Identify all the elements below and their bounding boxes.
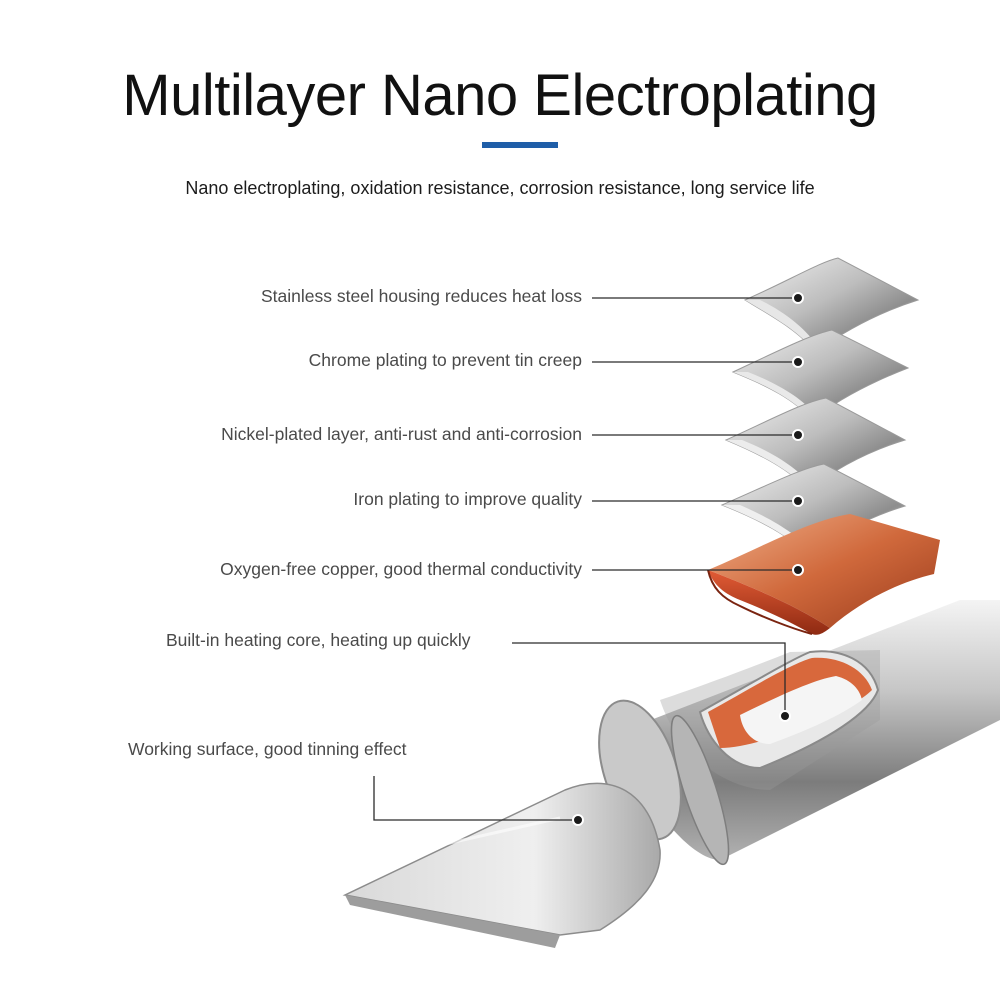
- marker-dot-3: [792, 429, 804, 441]
- leader-line-7: [373, 776, 578, 821]
- label-stainless-steel: Stainless steel housing reduces heat los…: [260, 286, 582, 306]
- marker-dot-6: [779, 710, 791, 722]
- tip-blade: [342, 782, 661, 948]
- leader-line-6: [512, 642, 786, 716]
- marker-dot-5: [792, 564, 804, 576]
- marker-dot-1: [792, 292, 804, 304]
- marker-dot-2: [792, 356, 804, 368]
- label-heating-core: Built-in heating core, heating up quickl…: [166, 630, 471, 650]
- page-subtitle: Nano electroplating, oxidation resistanc…: [185, 178, 815, 198]
- title-underline: [482, 142, 558, 148]
- page-title: Multilayer Nano Electroplating: [122, 63, 878, 128]
- label-iron-plating: Iron plating to improve quality: [353, 489, 582, 509]
- label-copper: Oxygen-free copper, good thermal conduct…: [220, 559, 582, 579]
- marker-dot-4: [792, 495, 804, 507]
- marker-dot-7: [572, 814, 584, 826]
- label-working-surface: Working surface, good tinning effect: [128, 739, 407, 759]
- label-chrome-plating: Chrome plating to prevent tin creep: [308, 350, 582, 370]
- layer-copper: [707, 514, 940, 635]
- label-nickel-layer: Nickel-plated layer, anti-rust and anti-…: [221, 424, 582, 444]
